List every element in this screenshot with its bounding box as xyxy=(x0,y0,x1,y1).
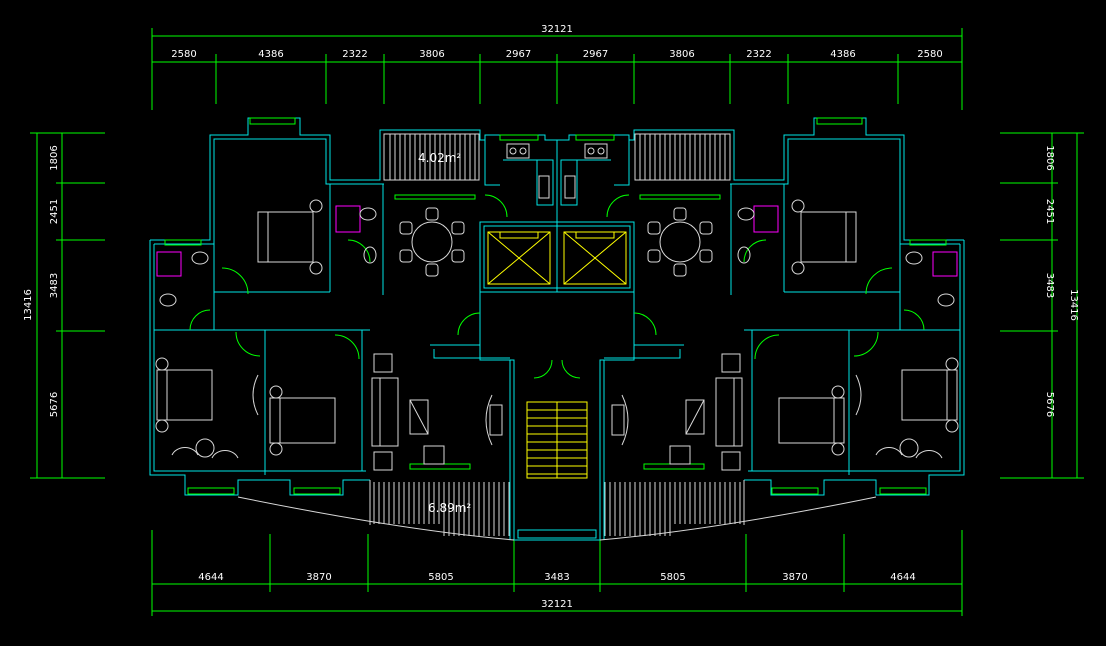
dimension-bottom-segments: 4644 3870 5805 3483 5805 3870 4644 xyxy=(198,572,915,583)
dimension-top-segment: 3806 xyxy=(669,49,694,60)
dimension-top-segment: 2322 xyxy=(746,49,771,60)
dimension-right-segment: 1806 xyxy=(1044,145,1055,170)
windows xyxy=(164,117,947,495)
dimension-right-segments: 1806 2451 3483 5676 xyxy=(1044,145,1055,417)
dimension-left-segment: 1806 xyxy=(49,145,60,170)
north-balcony-left xyxy=(383,133,480,181)
bedside-tables xyxy=(155,199,959,456)
dimension-top-segment: 4386 xyxy=(258,49,283,60)
dimension-left-segment: 2451 xyxy=(49,199,60,224)
dimension-right-segment: 2451 xyxy=(1044,199,1055,224)
building-walls xyxy=(149,117,965,541)
north-balcony-right xyxy=(634,133,731,181)
dimension-top-segment: 3806 xyxy=(419,49,444,60)
dimension-right-total: 13416 xyxy=(1068,289,1079,321)
dimension-ticks xyxy=(56,54,1058,592)
north-balcony-area-label: 4.02m² xyxy=(418,151,461,165)
dining-tables xyxy=(411,221,701,263)
dining-chairs xyxy=(399,207,713,277)
bedroom-armchairs xyxy=(171,374,943,459)
dimension-left-total: 13416 xyxy=(23,289,34,321)
dimension-top-segment: 4386 xyxy=(830,49,855,60)
dimension-top-segment: 2967 xyxy=(583,49,608,60)
balcony-hatching xyxy=(373,134,741,536)
dimension-left-segments: 1806 2451 3483 5676 xyxy=(49,145,60,417)
door-swings xyxy=(189,194,925,379)
dimension-bottom-segment: 3870 xyxy=(782,572,807,583)
south-balcony-curve xyxy=(237,480,877,541)
dimension-right-segment: 3483 xyxy=(1044,273,1055,298)
dimension-right-segment: 5676 xyxy=(1044,392,1055,417)
elevators xyxy=(487,231,627,285)
dimension-top-total: 32121 xyxy=(541,24,573,35)
dimension-bottom-segment: 5805 xyxy=(660,572,685,583)
south-balcony-area-label: 6.89m² xyxy=(428,501,471,515)
dimension-bottom-total: 32121 xyxy=(541,599,573,610)
bathroom-fixtures xyxy=(156,205,958,277)
dimension-bottom-segment: 3483 xyxy=(544,572,569,583)
dimension-top-segment: 2580 xyxy=(171,49,196,60)
dimension-left-segment: 3483 xyxy=(49,273,60,298)
dimension-lines xyxy=(30,28,1084,616)
stairwell xyxy=(526,401,588,479)
dimension-bottom-segment: 5805 xyxy=(428,572,453,583)
dimension-top-segments: 2580 4386 2322 3806 2967 2967 3806 2322 4386 2580 xyxy=(171,49,942,60)
tv-cabinets xyxy=(485,394,629,446)
dimension-bottom-segment: 4644 xyxy=(890,572,915,583)
toilets-and-basins xyxy=(159,207,955,307)
dimension-bottom-segment: 3870 xyxy=(306,572,331,583)
dimension-top-segment: 2322 xyxy=(342,49,367,60)
dimension-left-segment: 5676 xyxy=(49,392,60,417)
coffee-tables xyxy=(409,399,705,465)
sofas xyxy=(371,353,743,471)
dimension-top-segment: 2967 xyxy=(506,49,531,60)
dimension-bottom-segment: 4644 xyxy=(198,572,223,583)
dimension-top-segment: 2580 xyxy=(917,49,942,60)
kitchen-stoves xyxy=(506,143,608,199)
